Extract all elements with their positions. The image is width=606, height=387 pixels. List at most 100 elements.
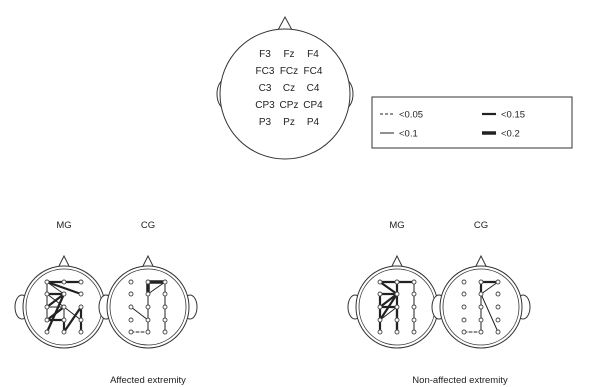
group-label: CG: [141, 220, 155, 231]
electrode-f3: [128, 279, 134, 285]
electrode-f3: [377, 279, 383, 285]
electrode-label: Pz: [283, 117, 295, 128]
electrode-label: P3: [259, 117, 272, 128]
electrode-cp4: [495, 317, 501, 323]
electrode-cpz: [61, 317, 67, 323]
electrode-f4: [411, 279, 417, 285]
legend-items: <0.05<0.15<0.1<0.2: [380, 110, 525, 140]
electrode-p4: [78, 329, 84, 335]
connection-fcz-p3: [45, 292, 66, 334]
connection-fcz-cp3: [378, 292, 399, 322]
electrode-c4: [411, 304, 417, 310]
head-inner-outline: [442, 268, 520, 346]
electrode-cp3: [44, 317, 50, 323]
caption-affected-extremity: Affected extremity: [110, 375, 186, 386]
legend: <0.05<0.15<0.1<0.2: [371, 96, 573, 149]
group-label: MG: [56, 220, 71, 231]
electrode-fz: [145, 279, 151, 285]
electrode-cpz: [478, 317, 484, 323]
electrode-p3: [128, 329, 134, 335]
electrode-cp4: [162, 317, 168, 323]
electrode-cz: [61, 304, 67, 310]
electrode-label: FC3: [256, 66, 275, 77]
electrode-c3: [377, 304, 383, 310]
legend-label: <0.2: [501, 129, 520, 140]
electrode-fc4: [162, 291, 168, 297]
legend-label: <0.05: [399, 110, 423, 121]
electrode-label: FC4: [304, 66, 323, 77]
connection-f4-fcz: [480, 281, 499, 295]
electrode-f3: [44, 279, 50, 285]
electrode-cp3: [377, 317, 383, 323]
electrode-label: C4: [307, 83, 320, 94]
electrode-cp4: [411, 317, 417, 323]
electrode-c3: [461, 304, 467, 310]
electrode-cp4: [78, 317, 84, 323]
connection-f3-fc4: [45, 280, 83, 296]
connection-fcz-p4: [480, 293, 499, 333]
electrode-fc3: [128, 291, 134, 297]
electrode-fc4: [411, 291, 417, 297]
electrode-fz: [478, 279, 484, 285]
electrode-p4: [411, 329, 417, 335]
connection-fcz-c3: [378, 292, 399, 309]
electrode-cz: [394, 304, 400, 310]
group-label: CG: [474, 220, 488, 231]
head-mg-panel1: MG: [14, 220, 114, 349]
electrode-fcz: [61, 291, 67, 297]
connection-fcz-f4: [147, 281, 166, 295]
caption-non-affected-extremity: Non-affected extremity: [412, 375, 508, 386]
electrode-label: Fz: [283, 49, 294, 60]
electrode-pz: [478, 329, 484, 335]
electrode-p3: [377, 329, 383, 335]
electrode-cz: [478, 304, 484, 310]
electrode-label: C3: [259, 83, 272, 94]
electrode-fc3: [44, 291, 50, 297]
electrode-label: F3: [259, 49, 271, 60]
electrode-label: F4: [307, 49, 319, 60]
electrode-label: CP3: [255, 100, 275, 111]
electrode-c3: [128, 304, 134, 310]
electrode-cp3: [128, 317, 134, 323]
electrode-f4: [162, 279, 168, 285]
legend-label: <0.1: [399, 129, 418, 140]
electrode-label: FCz: [280, 66, 298, 77]
electrode-fc3: [377, 291, 383, 297]
electrode-p4: [162, 329, 168, 335]
connection-c4-pz: [62, 305, 83, 334]
connection-f3-fcz: [378, 280, 399, 296]
head-mg-panel2: MG: [347, 220, 447, 349]
electrode-label: Cz: [283, 83, 295, 94]
electrode-fc4: [495, 291, 501, 297]
electrode-label: CPz: [280, 100, 299, 111]
electrode-label: P4: [307, 117, 320, 128]
electrode-cpz: [145, 317, 151, 323]
electrode-c4: [162, 304, 168, 310]
electrode-fc4: [78, 291, 84, 297]
electrode-fcz: [478, 291, 484, 297]
electrode-cpz: [394, 317, 400, 323]
head-cg-panel2: CG: [431, 220, 531, 349]
legend-box: [371, 96, 573, 149]
electrode-cp3: [461, 317, 467, 323]
electrode-pz: [394, 329, 400, 335]
group-label: MG: [389, 220, 404, 231]
electrode-p3: [461, 329, 467, 335]
electrode-c4: [495, 304, 501, 310]
electrode-p4: [495, 329, 501, 335]
electrode-label: CP4: [303, 100, 323, 111]
electrode-pz: [61, 329, 67, 335]
electrode-f4: [78, 279, 84, 285]
connection-cz-cp3: [379, 306, 398, 321]
electrode-pz: [145, 329, 151, 335]
electrode-fz: [394, 279, 400, 285]
head-cg-panel1: CG: [98, 220, 198, 349]
head-inner-outline: [109, 268, 187, 346]
reference-head-nose: [277, 15, 293, 31]
electrode-f3: [461, 279, 467, 285]
reference-head-outline: [219, 28, 351, 160]
electrode-p3: [44, 329, 50, 335]
